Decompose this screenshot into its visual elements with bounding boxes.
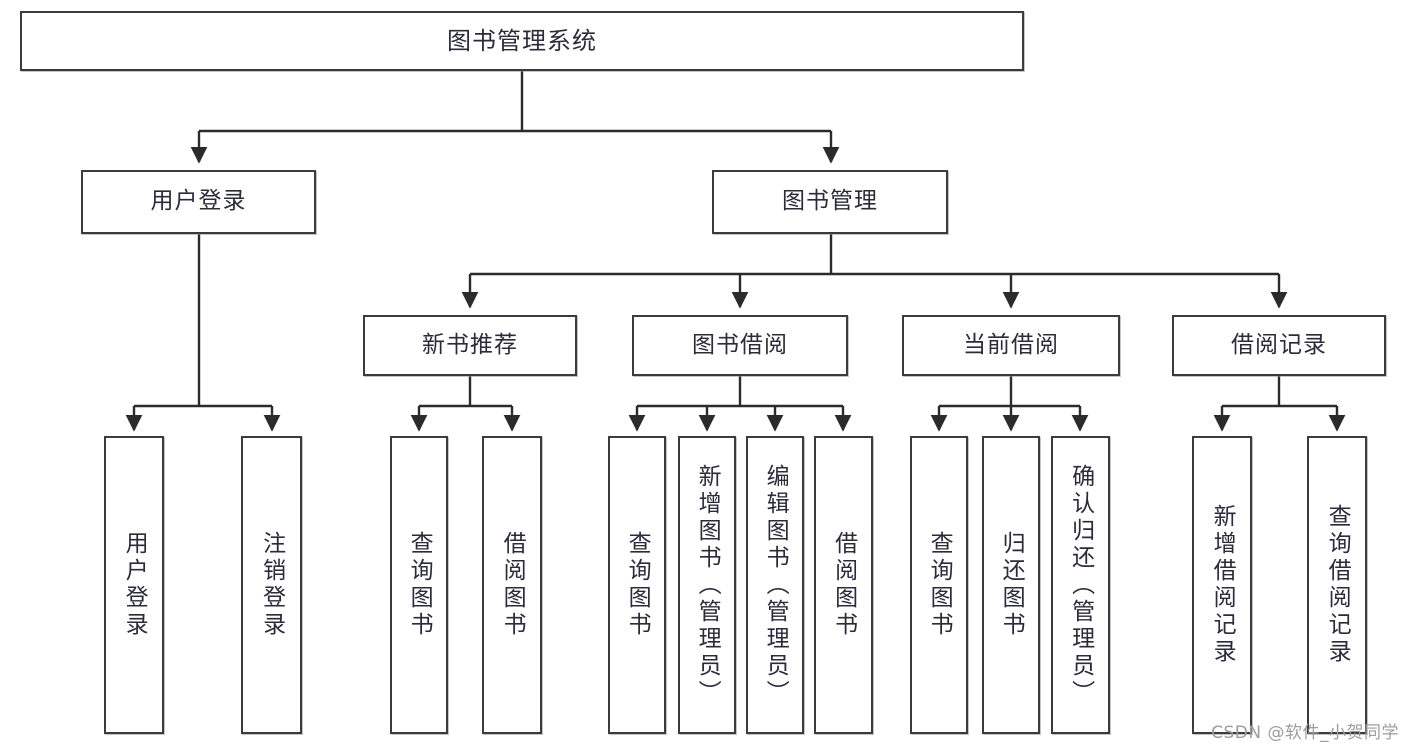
node-book-borrow[interactable]: 图书借阅 (632, 315, 848, 376)
leaf-confirm-return-admin[interactable]: 确认归还（管理员） (1051, 436, 1110, 734)
node-label: 编辑图书（管理员） (762, 463, 789, 707)
leaf-query-books-current[interactable]: 查询图书 (910, 436, 968, 734)
node-label: 图书管理系统 (447, 26, 597, 55)
node-label: 归还图书 (998, 531, 1025, 639)
node-label: 当前借阅 (963, 331, 1059, 358)
node-new-book-recommend[interactable]: 新书推荐 (363, 315, 577, 376)
node-label: 借阅图书 (499, 531, 526, 639)
node-label: 新书推荐 (422, 331, 518, 358)
node-label: 查询图书 (624, 531, 651, 639)
node-user-login[interactable]: 用户登录 (81, 170, 316, 234)
leaf-query-borrow-record[interactable]: 查询借阅记录 (1307, 436, 1367, 734)
node-root-system[interactable]: 图书管理系统 (20, 11, 1024, 71)
node-label: 查询借阅记录 (1324, 504, 1351, 666)
leaf-edit-book-admin[interactable]: 编辑图书（管理员） (746, 436, 804, 734)
node-label: 图书借阅 (692, 331, 788, 358)
leaf-add-book-admin[interactable]: 新增图书（管理员） (678, 436, 736, 734)
node-label: 用户登录 (121, 531, 148, 639)
node-label: 用户登录 (150, 188, 247, 215)
node-label: 查询图书 (406, 531, 433, 639)
node-label: 借阅图书 (830, 531, 857, 639)
node-label: 图书管理 (782, 188, 878, 215)
leaf-user-logout[interactable]: 注销登录 (241, 436, 302, 734)
node-label: 注销登录 (258, 531, 285, 639)
node-label: 新增借阅记录 (1209, 504, 1236, 666)
node-label: 查询图书 (926, 531, 953, 639)
node-label: 新增图书（管理员） (694, 463, 721, 707)
leaf-return-books[interactable]: 归还图书 (982, 436, 1040, 734)
node-current-borrow[interactable]: 当前借阅 (902, 315, 1120, 376)
leaf-query-books-borrow[interactable]: 查询图书 (608, 436, 666, 734)
node-borrow-records[interactable]: 借阅记录 (1172, 315, 1386, 376)
node-label: 借阅记录 (1231, 331, 1327, 358)
watermark-text: CSDN @软件_小贺同学 (1211, 723, 1399, 743)
leaf-user-login[interactable]: 用户登录 (104, 436, 164, 734)
leaf-borrow-books-recommend[interactable]: 借阅图书 (482, 436, 542, 734)
leaf-borrow-books[interactable]: 借阅图书 (814, 436, 873, 734)
node-book-management[interactable]: 图书管理 (712, 170, 948, 234)
leaf-add-borrow-record[interactable]: 新增借阅记录 (1192, 436, 1252, 734)
node-label: 确认归还（管理员） (1067, 463, 1094, 707)
leaf-query-books-recommend[interactable]: 查询图书 (390, 436, 448, 734)
